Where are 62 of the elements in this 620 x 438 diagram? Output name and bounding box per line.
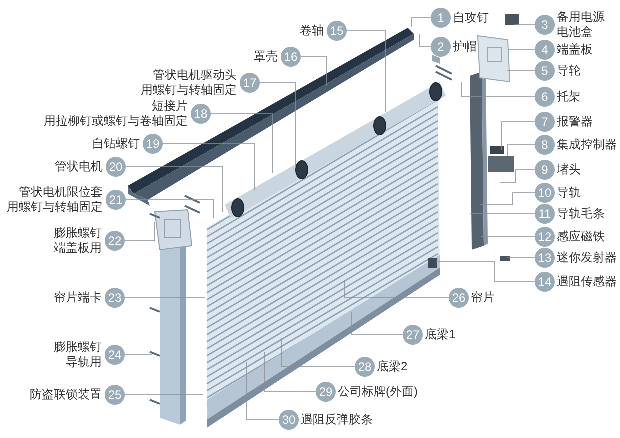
leader-line: [500, 170, 536, 184]
callout-label: 短接片: [152, 99, 188, 114]
leader-line: [480, 236, 536, 238]
leader-line: [462, 82, 536, 98]
leader-line: [436, 262, 536, 282]
callout-label: 导轨毛条: [557, 206, 605, 222]
callout-label: 防盗联锁装置: [30, 388, 102, 402]
leader-line: [346, 30, 386, 112]
callout-label: 迷你发射器: [557, 250, 617, 266]
callout-label: 帘片: [471, 290, 495, 306]
leader-line: [412, 18, 432, 28]
callout-label: 底梁2: [377, 360, 408, 374]
callout-label: 用拉柳钉或螺钉与卷轴固定: [44, 114, 188, 129]
callout-label: 膨胀螺钉: [54, 340, 102, 355]
callout-label: 端盖板用: [54, 241, 102, 256]
leader-line: [480, 192, 536, 206]
callout-label: 报警器: [557, 114, 593, 130]
callout-label: 遇阻反弹胶条: [301, 412, 373, 428]
callout-label: 堵头: [557, 162, 581, 178]
leader-line: [282, 338, 356, 368]
leader-line: [506, 70, 536, 72]
callout-label: 集成控制器: [557, 138, 617, 152]
callout-label: 公司标牌(外面): [338, 384, 418, 400]
callout-label: 用螺钉与转轴固定: [7, 200, 103, 215]
callout-label: 管状电机限位套: [19, 185, 103, 200]
callout-label: 感应磁铁: [557, 230, 605, 244]
callout-label: 遇阻传感器: [557, 274, 617, 290]
leader-line: [162, 144, 256, 190]
leader-line: [300, 56, 328, 86]
callout-label: 托架: [557, 90, 581, 104]
callout-label: 导轨用: [66, 355, 102, 370]
leader-line: [246, 362, 280, 420]
leader-line: [502, 122, 536, 150]
callout-label: 电池盒: [557, 25, 593, 40]
leader-line: [126, 166, 224, 212]
callout-label: 用螺钉与转轴固定: [141, 83, 237, 98]
callout-label: 管状电机驱动头: [153, 68, 237, 83]
callout-label: 卷轴: [300, 24, 324, 38]
callout-label: 备用电源: [557, 10, 605, 25]
leader-line: [344, 280, 450, 298]
leader-line: [420, 34, 432, 48]
callout-label: 膨胀螺钉: [54, 226, 102, 241]
leader-line: [124, 394, 204, 396]
leader-line: [508, 144, 536, 156]
callout-label: 底梁1: [425, 328, 456, 342]
callout-label: 导轮: [557, 64, 581, 78]
callout-label: 护帽: [453, 40, 477, 54]
callout-label: 管状电机: [55, 160, 103, 174]
leader-line: [260, 82, 296, 168]
leader-line: [210, 114, 274, 174]
callout-label: 端盖板: [557, 42, 593, 58]
leader-line: [124, 222, 156, 242]
callout-label: 帘片端卡: [54, 290, 102, 306]
leader-line: [264, 352, 316, 392]
leader-line: [514, 24, 536, 26]
leader-line: [124, 354, 152, 356]
callout-label: 导轨: [557, 186, 581, 200]
callout-label: 罩壳: [254, 50, 278, 64]
leader-line: [352, 312, 404, 336]
callout-label: 自攻钉: [453, 10, 489, 26]
leader-line: [126, 200, 214, 218]
callout-label: 自钻螺钉: [92, 136, 140, 152]
